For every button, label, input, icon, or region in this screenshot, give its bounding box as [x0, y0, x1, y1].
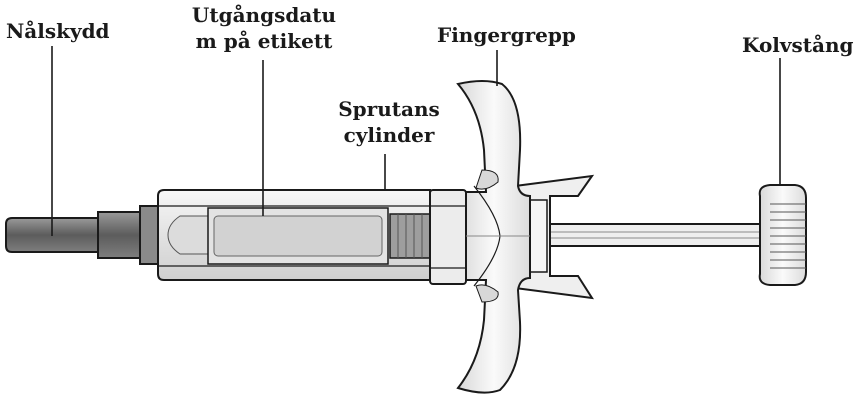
- label-barrel-line1: Sprutans: [338, 97, 440, 121]
- plunger-cap: [758, 184, 807, 286]
- syringe-barrel: [157, 189, 431, 281]
- label-barrel-line2: cylinder: [343, 123, 435, 147]
- label-expiry-line1: Utgångsdatu: [191, 3, 337, 27]
- label-needle-shield: Nålskydd: [6, 19, 110, 43]
- finger-grip: [456, 80, 531, 394]
- label-expiry-date: Utgångsdatu m på etikett: [184, 2, 344, 54]
- needle-shield: [5, 205, 159, 265]
- plunger-rod: [519, 223, 763, 247]
- label-finger-grip: Fingergrepp: [437, 23, 576, 47]
- leader-lines: [51, 46, 781, 236]
- label-syringe-barrel: Sprutans cylinder: [334, 96, 444, 148]
- barrel-collar: [429, 189, 467, 285]
- label-expiry-line2: m på etikett: [195, 29, 333, 53]
- label-plunger-rod: Kolvstång: [742, 33, 854, 57]
